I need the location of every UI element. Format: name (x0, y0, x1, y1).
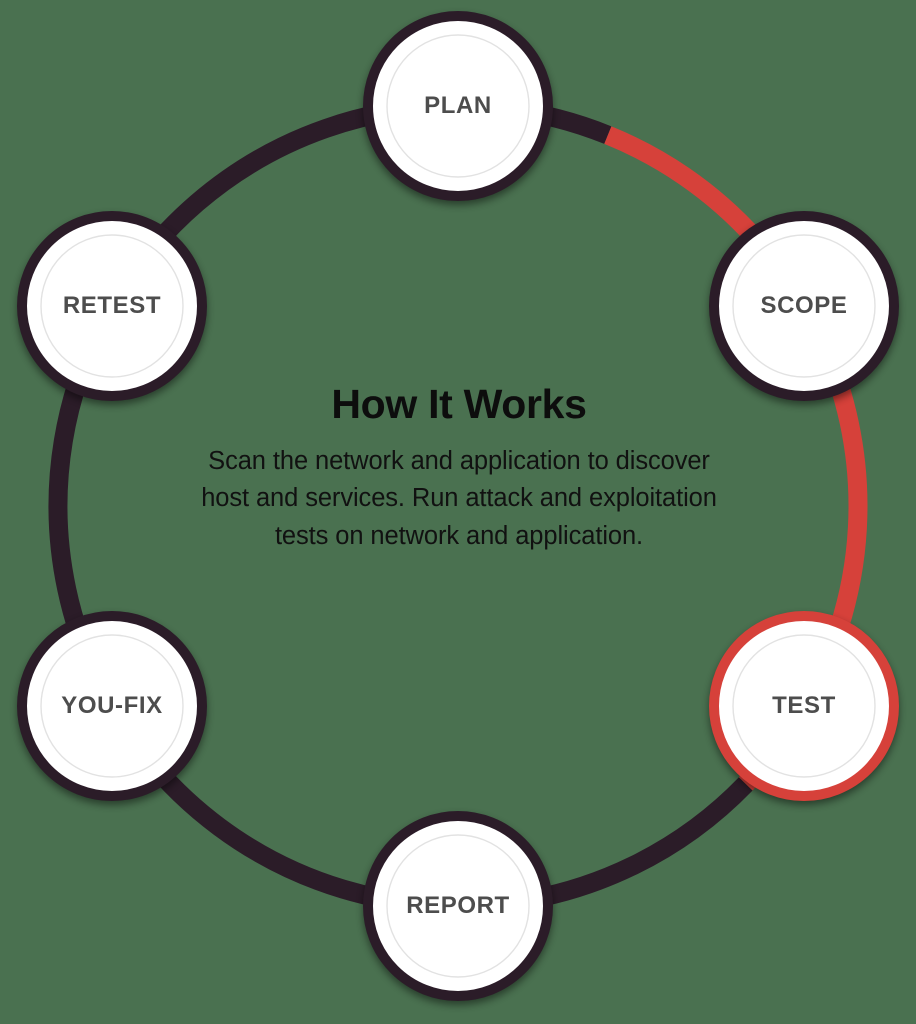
cycle-node-retest[interactable] (17, 211, 207, 405)
cycle-node-report[interactable] (363, 811, 553, 1005)
node-inner-circle (732, 234, 876, 378)
cycle-arcs (48, 96, 868, 916)
node-ring (709, 211, 899, 401)
node-ring (17, 211, 207, 401)
node-ring (363, 811, 553, 1001)
cycle-node-scope[interactable] (709, 211, 899, 405)
node-label-scope: SCOPE (760, 292, 848, 319)
cycle-nodes (17, 11, 899, 1005)
node-ring (17, 611, 207, 801)
node-inner-circle (732, 634, 876, 778)
node-inner-circle (40, 234, 184, 378)
node-inner-circle (40, 634, 184, 778)
node-label-retest: RETEST (62, 292, 162, 319)
node-label-you-fix: YOU-FIX (61, 692, 163, 719)
cycle-node-you-fix[interactable] (17, 611, 207, 805)
node-ring (709, 611, 899, 801)
cycle-node-plan[interactable] (363, 11, 553, 205)
node-inner-circle (386, 34, 530, 178)
node-label-plan: PLAN (424, 92, 492, 119)
cycle-node-test[interactable] (709, 611, 899, 805)
node-ring (363, 11, 553, 201)
node-label-test: TEST (772, 692, 836, 719)
node-label-report: REPORT (406, 892, 510, 919)
node-inner-circle (386, 834, 530, 978)
